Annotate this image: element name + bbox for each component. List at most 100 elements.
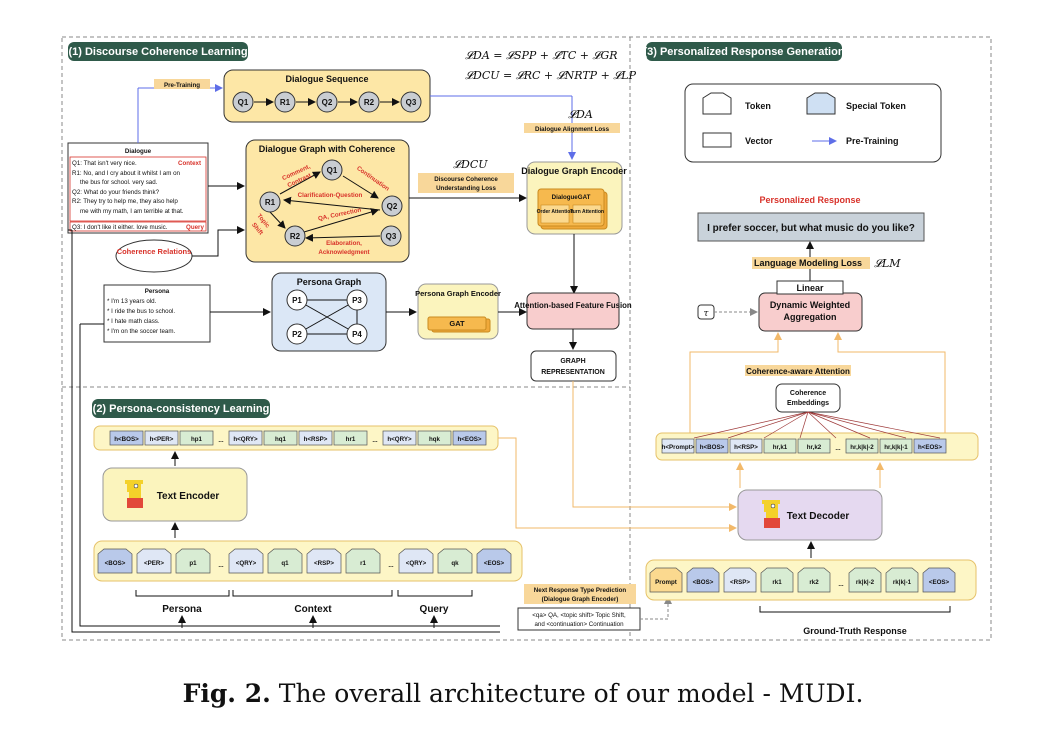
bart-avatar-decoder [762,500,780,528]
coherence-lines [693,411,941,439]
persona-node [346,289,368,311]
pretrain-label-bg [154,79,210,89]
persona-node-label: P3 [352,296,362,305]
token-cell [398,548,434,574]
token-cell [885,567,919,593]
svg-text:Attention-based Feature Fusion: Attention-based Feature Fusion [514,301,632,310]
ellipsis-mark: ... [838,581,843,588]
vector-label: hr,k1 [773,444,788,451]
token-cell [686,567,720,593]
section-1-header: (1) Discourse Coherence Learning [68,42,248,61]
vector-label: h<PER> [150,436,174,443]
section-3-header: (3) Personalized Response Generation [643,42,845,61]
svg-text:Dynamic Weighted: Dynamic Weighted [770,300,850,310]
graph-node [284,225,306,247]
ground-truth-bracket [759,606,951,613]
token-label: <BOS> [105,560,126,567]
vector-cell [695,438,729,454]
svg-text:Dialogue Graph Encoder: Dialogue Graph Encoder [521,166,627,176]
svg-text:Text Encoder: Text Encoder [157,491,220,502]
outer-frame [61,36,992,641]
svg-text:Vector: Vector [745,136,773,146]
token-cell [267,548,303,574]
token-label: <EOS> [929,579,950,586]
token-cell [306,548,342,574]
persona-bracket-label: Persona [162,604,202,615]
svg-text:Linear: Linear [796,283,824,293]
vector-label: hr,k|k|-2 [850,444,874,451]
token-cell [848,567,882,593]
coherence-relations-bubble: Coherence Relations [115,239,193,273]
text-decoder-box: Text Decoder [737,489,883,541]
coherence-line [727,411,809,439]
svg-text:(Dialogue Graph Encoder): (Dialogue Graph Encoder) [542,596,619,603]
token-cell [136,548,172,574]
token-label: rk1 [772,579,782,586]
linear-layer: Linear [776,280,844,295]
sequence-node-label: Q1 [238,98,249,107]
vector-cell [729,438,763,454]
vector-cell [845,438,879,454]
vector-label: h<QRY> [387,436,412,443]
svg-text:Elaboration,: Elaboration, [326,240,362,247]
coherence-attention-bg [745,365,851,376]
token-label: <PER> [144,560,164,567]
equation-da: 𝓛DA = 𝓛SPP + 𝓛TC + 𝓛GR [465,49,618,62]
loss-da-label: 𝓛DA [568,108,593,121]
vector-cell [452,430,487,446]
svg-text:(2) Persona-consistency Learni: (2) Persona-consistency Learning [93,403,270,415]
coherence-attention-label: Coherence-aware Attention [746,367,850,376]
token-cell [476,548,512,574]
query-bracket-label: Query [420,604,449,615]
svg-text:Dialogue: Dialogue [125,148,152,155]
svg-text:Understanding Loss: Understanding Loss [436,185,496,192]
svg-text:Next Response Type Prediction: Next Response Type Prediction [534,587,627,594]
vector-cell [661,438,695,454]
svg-text:Context: Context [178,160,201,167]
svg-text:<qa> QA, <topic shift> Topic S: <qa> QA, <topic shift> Topic Shift, [532,612,626,619]
persona-box: Persona * I'm 13 years old. * I ride the… [103,284,211,343]
vector-label: h<RSP> [304,436,328,443]
token-label: Prompt [655,579,677,586]
token-label: p1 [189,560,197,567]
attention-feature-fusion: Attention-based Feature Fusion [514,292,632,330]
sequence-node-label: R2 [364,98,375,107]
svg-text:(1) Discourse Coherence Learni: (1) Discourse Coherence Learning [68,46,247,58]
persona-node [286,323,308,345]
context-bracket-label: Context [294,604,332,615]
vector-cell [298,430,333,446]
ellipsis-mark: ... [372,437,377,444]
token-label: <BOS> [693,579,714,586]
svg-text:GAT: GAT [449,319,465,328]
svg-text:* I'm 13 years old.: * I'm 13 years old. [107,298,157,305]
ellipsis-mark: ... [835,445,840,452]
graph-edges [269,171,381,242]
sequence-node [232,91,254,113]
coherence-line [807,411,837,439]
vector-label: h<EOS> [918,444,942,451]
svg-text:REPRESENTATION: REPRESENTATION [541,369,605,376]
graph-node [321,159,343,181]
svg-text:Q1: That isn't very nice.: Q1: That isn't very nice. [72,160,137,167]
sequence-node-label: Q2 [322,98,333,107]
graph-representation: GRAPH REPRESENTATION [530,350,617,382]
pretrain-label: Pre-Training [164,82,200,89]
coherence-line [799,411,809,439]
svg-text:R1: No, and I cry about it whi: R1: No, and I cry about it whilst I am o… [72,170,181,177]
graph-node-label: R2 [290,232,301,241]
vector-cell [797,438,831,454]
ellipsis-mark: ... [218,562,223,569]
sequence-node-label: Q3 [406,98,417,107]
nrtp-to-prompt-arrow [640,596,672,620]
vector-label: hp1 [191,436,203,443]
vector-cell [417,430,452,446]
nrtp-note-box: <qa> QA, <topic shift> Topic Shift, and … [517,607,641,631]
loss-lm-label: 𝓛LM [874,257,901,270]
persona-node-label: P1 [292,296,302,305]
svg-text:τ: τ [704,309,710,319]
input-brackets [135,590,473,597]
persona-node [286,289,308,311]
persona-graph-encoder: Persona Graph Encoder GAT [415,283,501,340]
